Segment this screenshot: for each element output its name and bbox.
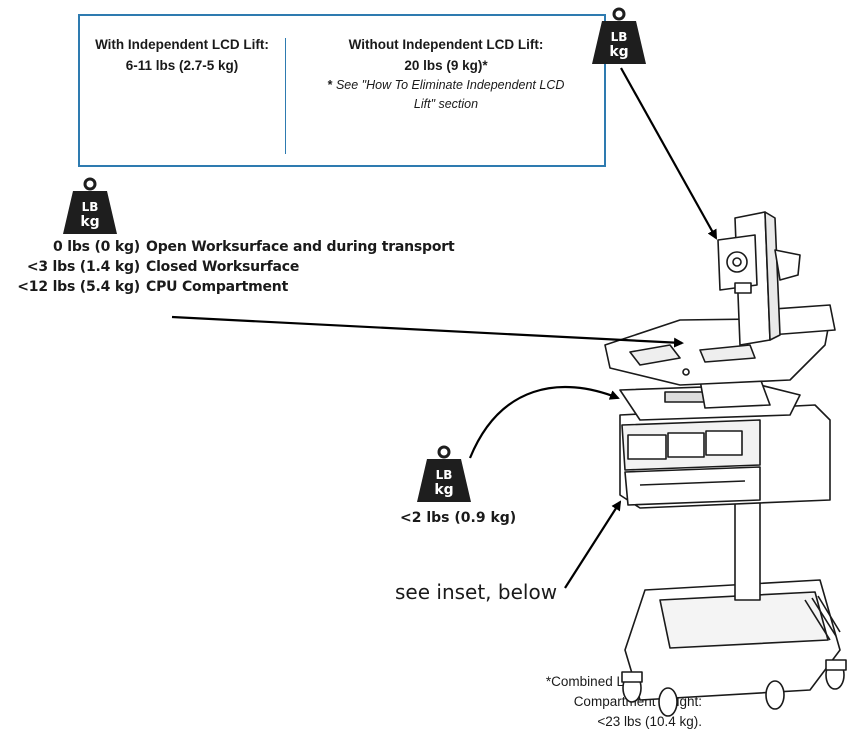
weight-label: CPU Compartment (146, 279, 289, 295)
weight-row: <3 lbs (1.4 kg) Closed Worksurface (0, 257, 455, 277)
box-column-divider (285, 38, 286, 154)
weight-amount: 0 lbs (0 kg) (53, 239, 140, 255)
icon-lb-text: LB (611, 30, 628, 44)
weight-icon-lcd: LB kg (592, 7, 646, 64)
weight-icon-worksurface: LB kg (63, 177, 117, 234)
icon-lb-text: LB (436, 468, 453, 482)
with-lift-title: With Independent LCD Lift: (95, 37, 269, 52)
note-star: * (327, 78, 333, 92)
cart-column (734, 497, 761, 601)
arrow-to-drawers (564, 500, 622, 589)
with-lift-value: 6-11 lbs (2.7-5 kg) (125, 58, 239, 73)
worksurface (604, 304, 836, 386)
note-line1: See "How To Eliminate Independent LCD (335, 78, 565, 92)
weight-row: 0 lbs (0 kg) Open Worksurface and during… (0, 237, 455, 257)
worksurface-weight-list: 0 lbs (0 kg) Open Worksurface and during… (0, 237, 455, 297)
eliminate-lift-note: * See "How To Eliminate Independent LCD (288, 76, 604, 95)
without-lift-value: 20 lbs (9 kg)* (404, 58, 488, 73)
cpu-compartment (619, 377, 801, 421)
callout-arrows (171, 67, 717, 589)
cart-wheels (621, 659, 847, 717)
with-lift-column: With Independent LCD Lift: 6-11 lbs (2.7… (80, 34, 284, 76)
arrow-to-worksurface (171, 315, 684, 348)
icon-kg-text: kg (434, 482, 453, 498)
see-inset-label: see inset, below (395, 580, 558, 604)
weight-amount: <3 lbs (1.4 kg) (26, 259, 140, 275)
icon-kg-text: kg (609, 44, 628, 60)
without-lift-title: Without Independent LCD Lift: (348, 37, 544, 52)
cart-drawers (619, 404, 831, 509)
icon-lb-text: LB (82, 200, 99, 214)
lcd-mount (717, 211, 801, 346)
icon-kg-text: kg (80, 214, 99, 230)
weight-row: <12 lbs (5.4 kg) CPU Compartment (0, 277, 455, 297)
cart-base (624, 579, 841, 701)
drawer-weight-label: <2 lbs (0.9 kg) (400, 510, 517, 526)
weight-icon-drawer: LB kg (417, 445, 471, 502)
arrow-to-cpu (468, 386, 620, 459)
arrow-to-lcd (620, 67, 717, 240)
weight-label: Closed Worksurface (146, 259, 300, 275)
without-lift-column: Without Independent LCD Lift: 20 lbs (9 … (288, 34, 604, 114)
note-line2: Lift" section (413, 97, 479, 111)
weight-amount: <12 lbs (5.4 kg) (17, 279, 140, 295)
weight-label: Open Worksurface and during transport (146, 239, 455, 255)
lcd-lift-weight-box (78, 14, 606, 167)
